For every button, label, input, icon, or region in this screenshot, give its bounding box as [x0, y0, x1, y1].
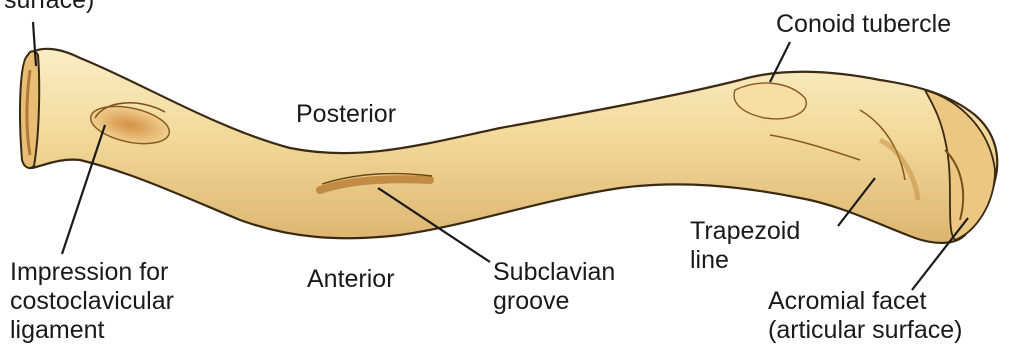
label-conoid-tubercle: Conoid tubercle [776, 10, 951, 39]
label-top-left-fragment: surface) [4, 0, 94, 15]
label-trapezoid-line: Trapezoid line [690, 217, 800, 275]
label-acromial-facet: Acromial facet (articular surface) [768, 287, 963, 345]
label-posterior: Posterior [296, 100, 396, 129]
label-impression: Impression for costoclavicular ligament [10, 258, 174, 345]
clavicle-bone [25, 49, 997, 243]
label-anterior: Anterior [307, 265, 395, 294]
label-subclavian-groove: Subclavian groove [493, 258, 615, 316]
